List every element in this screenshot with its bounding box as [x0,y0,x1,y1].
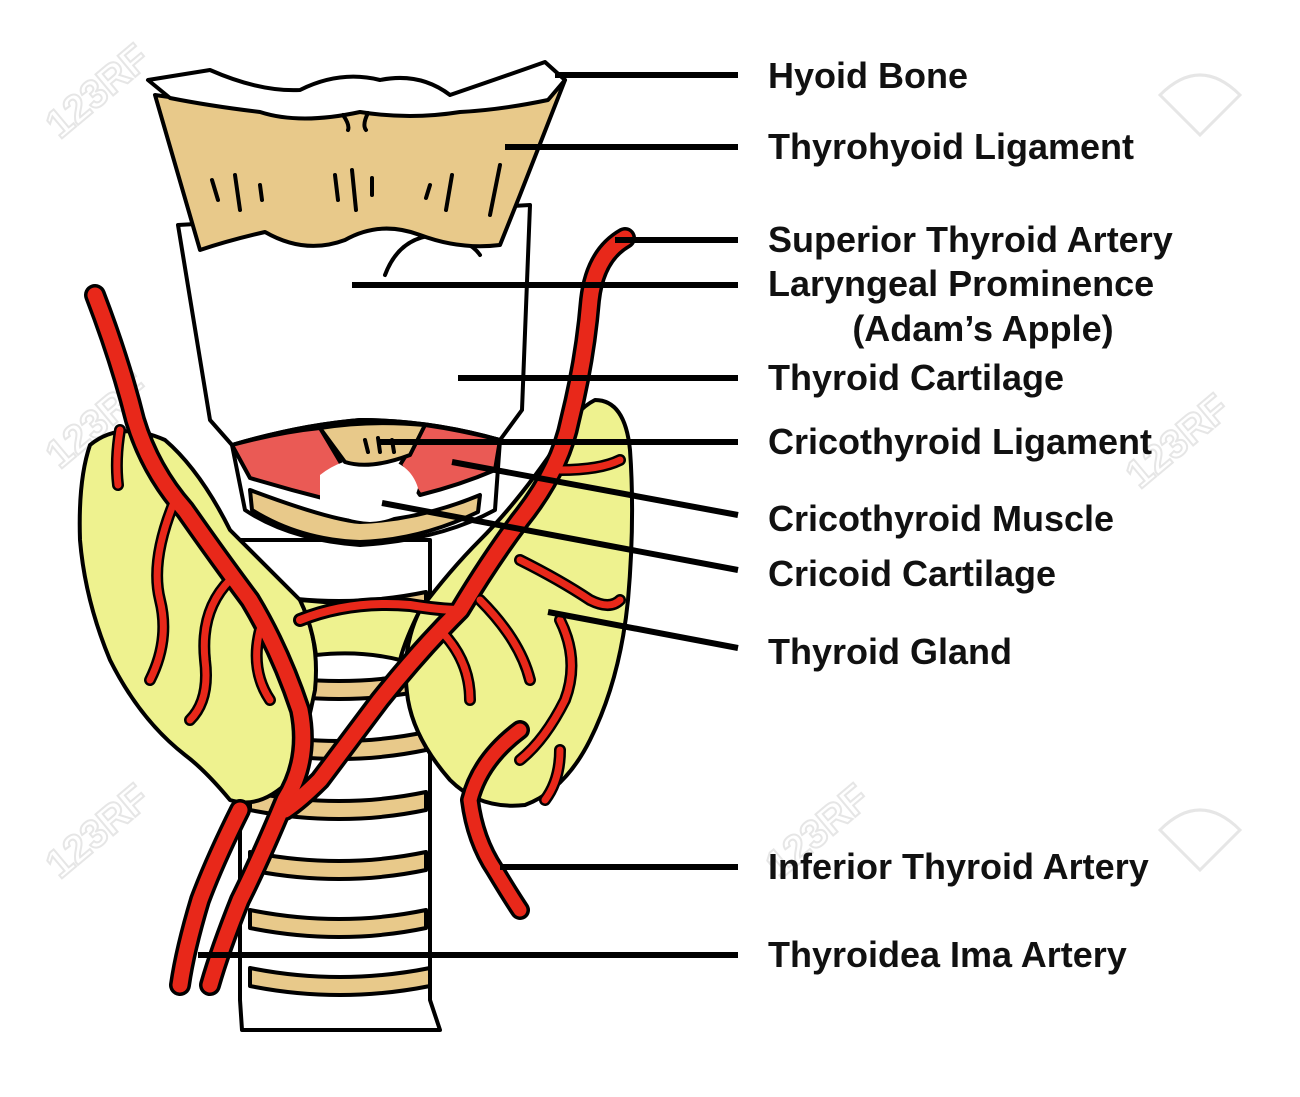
label-cricoid-cartilage: Cricoid Cartilage [768,553,1056,594]
label-cricothyroid-ligament: Cricothyroid Ligament [768,421,1152,462]
label-thyroid-cartilage: Thyroid Cartilage [768,357,1064,398]
label-thyrohyoid-ligament: Thyrohyoid Ligament [768,126,1134,167]
svg-text:123RF: 123RF [38,36,158,147]
label-adams-apple: (Adam’s Apple) [852,308,1113,349]
svg-text:123RF: 123RF [38,776,158,887]
label-thyroid-gland: Thyroid Gland [768,631,1012,672]
label-laryngeal-prominence: Laryngeal Prominence [768,263,1154,304]
label-hyoid-bone: Hyoid Bone [768,55,968,96]
label-superior-thyroid-artery: Superior Thyroid Artery [768,219,1173,260]
label-cricothyroid-muscle: Cricothyroid Muscle [768,498,1114,539]
label-thyroidea-ima-artery: Thyroidea Ima Artery [768,934,1127,975]
label-inferior-thyroid-artery: Inferior Thyroid Artery [768,846,1149,887]
